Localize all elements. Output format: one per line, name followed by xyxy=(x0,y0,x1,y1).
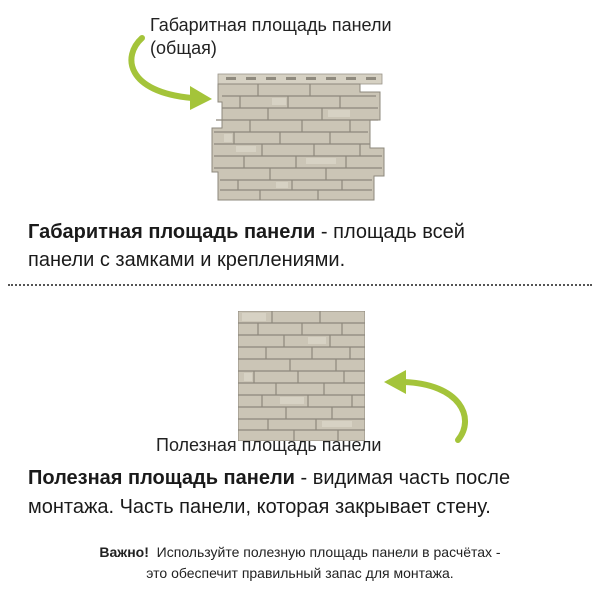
useful-area-term: Полезная площадь панели xyxy=(28,467,295,489)
total-area-definition-rest: - площадь всей xyxy=(315,221,465,243)
important-label: Важно! xyxy=(99,544,149,560)
panel-useful-image xyxy=(238,311,365,441)
curved-arrow-left-icon xyxy=(384,370,469,443)
important-note: Важно! Используйте полезную площадь пане… xyxy=(20,542,580,584)
total-area-term: Габаритная площадь панели xyxy=(28,221,316,243)
section-divider xyxy=(8,284,592,286)
total-area-caption: Габаритная площадь панели (общая) xyxy=(150,14,450,60)
important-note-line2: это обеспечит правильный запас для монта… xyxy=(146,565,454,581)
useful-area-definition-line1: Полезная площадь панели - видимая часть … xyxy=(28,464,588,493)
useful-area-caption: Полезная площадь панели xyxy=(156,435,382,455)
useful-area-definition-line2: монтажа. Часть панели, которая закрывает… xyxy=(28,496,491,518)
panel-full-image xyxy=(211,73,385,201)
total-area-caption-line1: Габаритная площадь панели xyxy=(150,15,392,35)
useful-area-definition: Полезная площадь панели - видимая часть … xyxy=(28,464,588,522)
total-area-definition-line2: панели с замками и креплениями. xyxy=(28,249,346,271)
curved-arrow-right-icon xyxy=(128,35,212,110)
total-area-definition: Габаритная площадь панели - площадь всей… xyxy=(28,218,588,274)
important-note-line1: Важно! Используйте полезную площадь пане… xyxy=(20,542,580,563)
useful-area-definition-rest: - видимая часть после xyxy=(294,467,511,489)
total-area-caption-line2: (общая) xyxy=(150,38,217,58)
total-area-definition-line1: Габаритная площадь панели - площадь всей xyxy=(28,218,588,246)
important-note-text: Используйте полезную площадь панели в ра… xyxy=(148,544,501,560)
